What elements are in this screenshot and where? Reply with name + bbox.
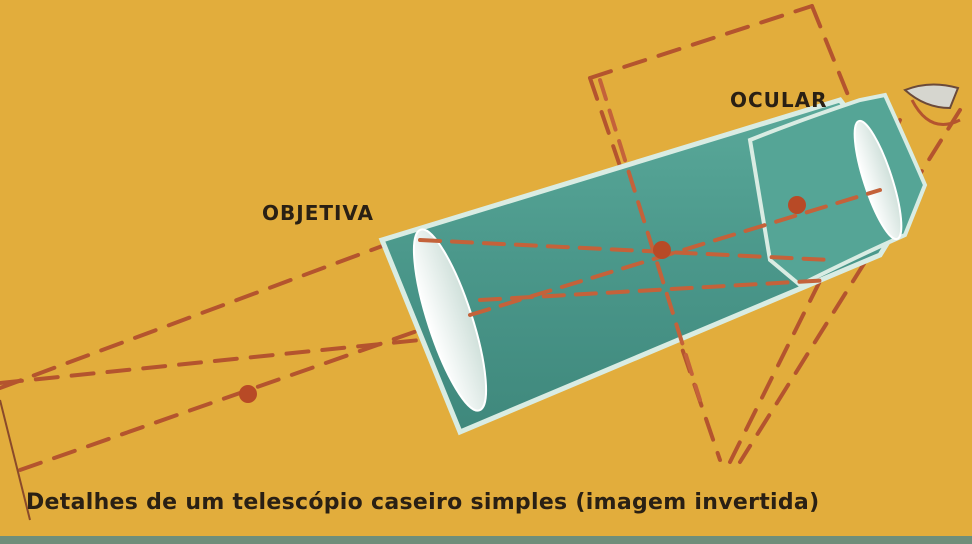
bottom-edge xyxy=(0,536,972,544)
incoming-light-rays xyxy=(0,230,422,472)
frame-line-left xyxy=(0,399,31,521)
eyepiece-label: OCULAR xyxy=(730,88,828,112)
eye-icon xyxy=(903,83,961,126)
telescope-tube xyxy=(378,92,928,436)
focal-point-eyepiece xyxy=(788,196,806,214)
eyepiece-lens xyxy=(853,119,903,241)
internal-rays xyxy=(418,78,882,402)
eyepiece-tube xyxy=(747,92,928,288)
focal-point-left xyxy=(239,385,257,403)
objective-label: OBJETIVA xyxy=(262,201,375,225)
figure-caption: Detalhes de um telescópio caseiro simple… xyxy=(26,490,820,515)
focal-point-center xyxy=(653,241,671,259)
